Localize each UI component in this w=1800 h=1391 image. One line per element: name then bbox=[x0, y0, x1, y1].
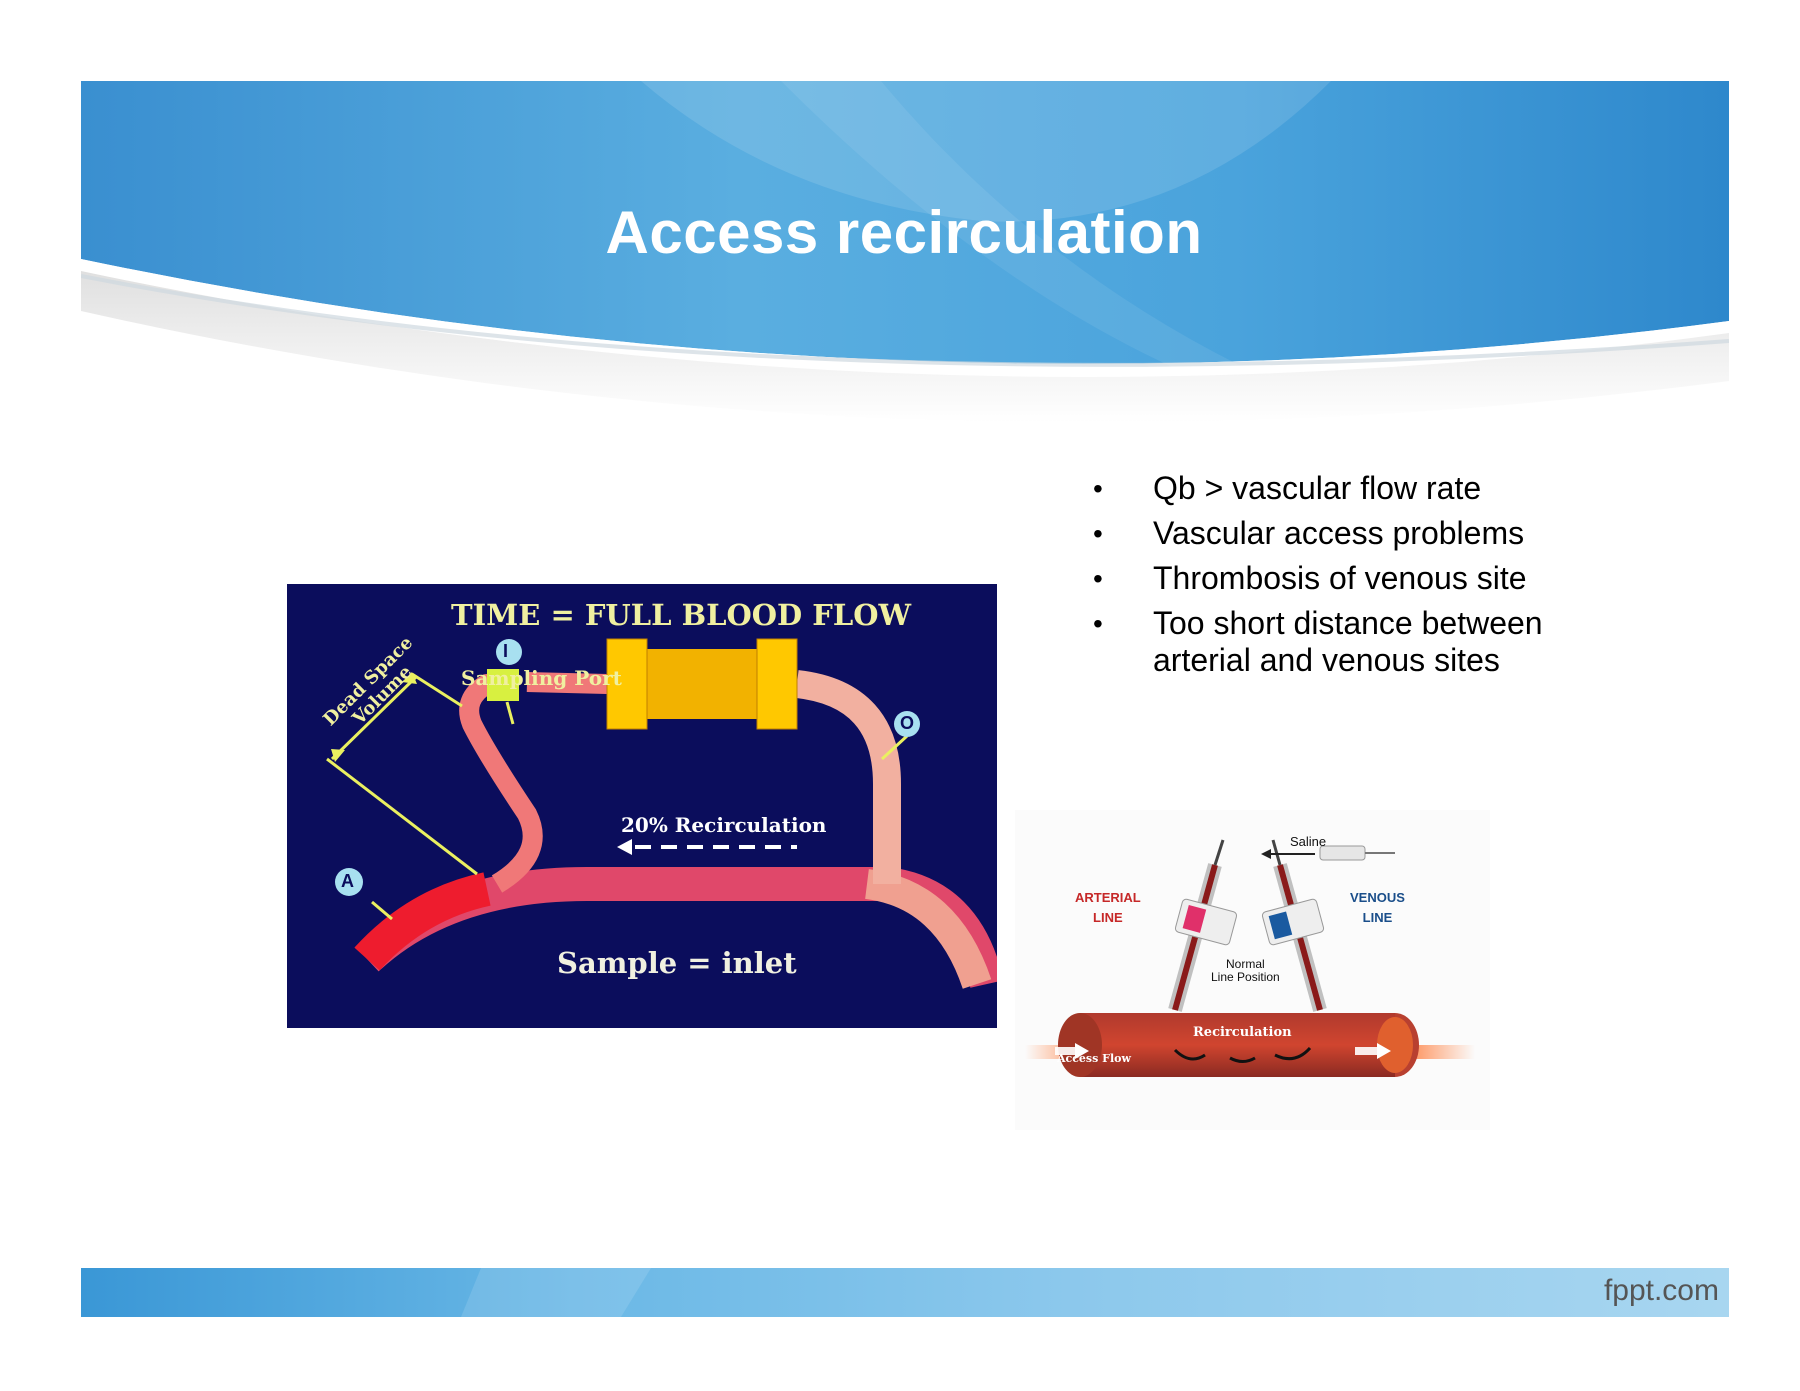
venous-line-label: VENOUS LINE bbox=[1350, 888, 1405, 928]
needle-placement-figure: Saline ARTERIAL LINE VENOUS LINE Normal … bbox=[1015, 810, 1490, 1130]
recirculation-label: Recirculation bbox=[1193, 1025, 1292, 1040]
arterial-line-2: LINE bbox=[1093, 910, 1123, 925]
normal-line-1: Normal bbox=[1226, 957, 1265, 971]
label-i: I bbox=[503, 641, 509, 661]
arterial-line-label: ARTERIAL LINE bbox=[1075, 888, 1141, 928]
footer-brand: fppt.com bbox=[1603, 1274, 1719, 1307]
slide-title: Access recirculation bbox=[605, 199, 1203, 266]
arterial-line-1: ARTERIAL bbox=[1075, 890, 1141, 905]
header-banner bbox=[81, 81, 1729, 421]
normal-position-label: Normal Line Position bbox=[1211, 958, 1280, 984]
saline-label: Saline bbox=[1290, 834, 1327, 849]
bullet-dot: • bbox=[1093, 473, 1103, 504]
normal-line-2: Line Position bbox=[1211, 970, 1280, 984]
access-flow-label: Access Flow bbox=[1057, 1052, 1131, 1065]
bullet-dot: • bbox=[1093, 518, 1103, 549]
bullet-item: •Qb > vascular flow rate bbox=[1093, 470, 1482, 506]
bullet-dot: • bbox=[1093, 563, 1103, 594]
venous-line-1: VENOUS bbox=[1350, 890, 1405, 905]
recirculation-label: 20% Recirculation bbox=[621, 813, 827, 837]
label-a: A bbox=[341, 871, 354, 891]
figure-heading: TIME = FULL BLOOD FLOW bbox=[451, 598, 912, 632]
bullet-item: •Vascular access problems bbox=[1093, 515, 1525, 551]
bullet-item: •Thrombosis of venous site bbox=[1093, 560, 1527, 596]
label-o: O bbox=[900, 713, 915, 733]
sample-inlet-label: Sample = inlet bbox=[557, 946, 797, 980]
bullet-dot: • bbox=[1093, 608, 1103, 639]
recirculation-circuit-figure: TIME = FULL BLOOD FLOW I O A Sampling Po… bbox=[287, 584, 1004, 1028]
footer-bar: fppt.com bbox=[81, 1268, 1729, 1317]
bullet-item: •Too short distance between arterial and… bbox=[1093, 605, 1543, 678]
venous-line-2: LINE bbox=[1362, 910, 1393, 925]
bullet-list: •Qb > vascular flow rate •Vascular acces… bbox=[1085, 470, 1605, 687]
sampling-port-label: Sampling Port bbox=[461, 666, 622, 690]
